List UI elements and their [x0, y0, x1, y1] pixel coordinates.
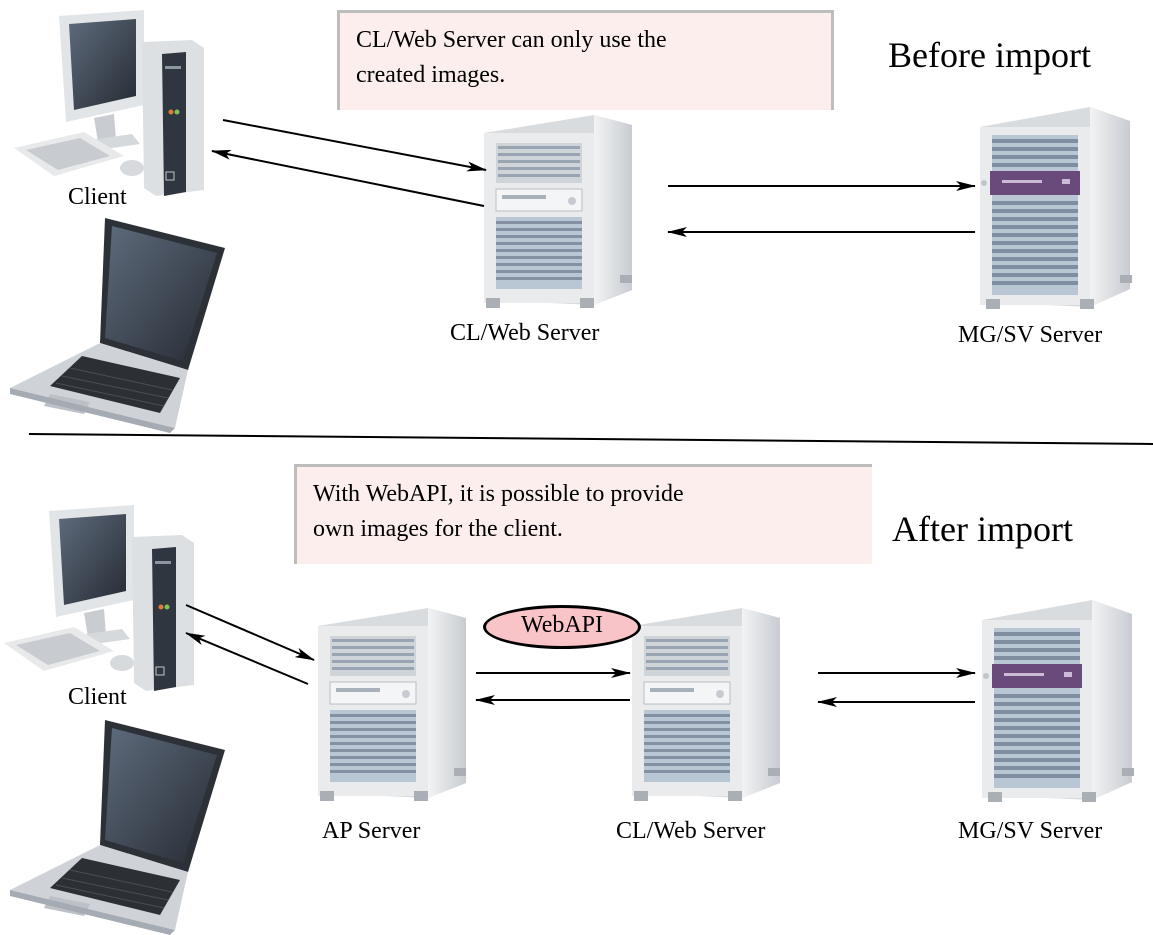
laptop-icon	[9, 217, 226, 434]
after-clweb-label: CL/Web Server	[616, 818, 766, 844]
tower-server-icon	[980, 107, 1132, 309]
arrow-icon	[222, 119, 487, 172]
before-note-line-2: created images.	[356, 62, 506, 88]
webapi-label: WebAPI	[483, 605, 641, 649]
after-note-line-2: own images for the client.	[313, 516, 563, 542]
after-mgsv-label: MG/SV Server	[958, 818, 1103, 844]
before-clweb-label: CL/Web Server	[450, 320, 600, 346]
before-mgsv-label: MG/SV Server	[958, 322, 1103, 348]
after-client-label: Client	[68, 684, 127, 710]
arrow-icon	[211, 149, 485, 207]
section-divider	[28, 433, 1153, 445]
before-title: Before import	[888, 35, 1091, 75]
desktop-pc-icon	[3, 504, 195, 692]
after-title: After import	[892, 509, 1073, 549]
laptop-icon	[9, 719, 226, 935]
after-note-line-1: With WebAPI, it is possible to provide	[313, 481, 684, 507]
tower-server-icon	[483, 114, 633, 309]
tower-server-icon	[317, 607, 467, 802]
after-note: With WebAPI, it is possible to provide o…	[294, 464, 872, 564]
arrow-icon	[185, 604, 315, 661]
before-client-label: Client	[68, 184, 127, 210]
after-ap-label: AP Server	[322, 818, 421, 844]
arrow-icon	[185, 632, 309, 685]
before-note: CL/Web Server can only use the created i…	[337, 10, 834, 110]
before-note-line-1: CL/Web Server can only use the	[356, 27, 667, 53]
desktop-pc-icon	[13, 9, 205, 197]
tower-server-icon	[631, 607, 781, 802]
tower-server-icon	[982, 600, 1134, 802]
